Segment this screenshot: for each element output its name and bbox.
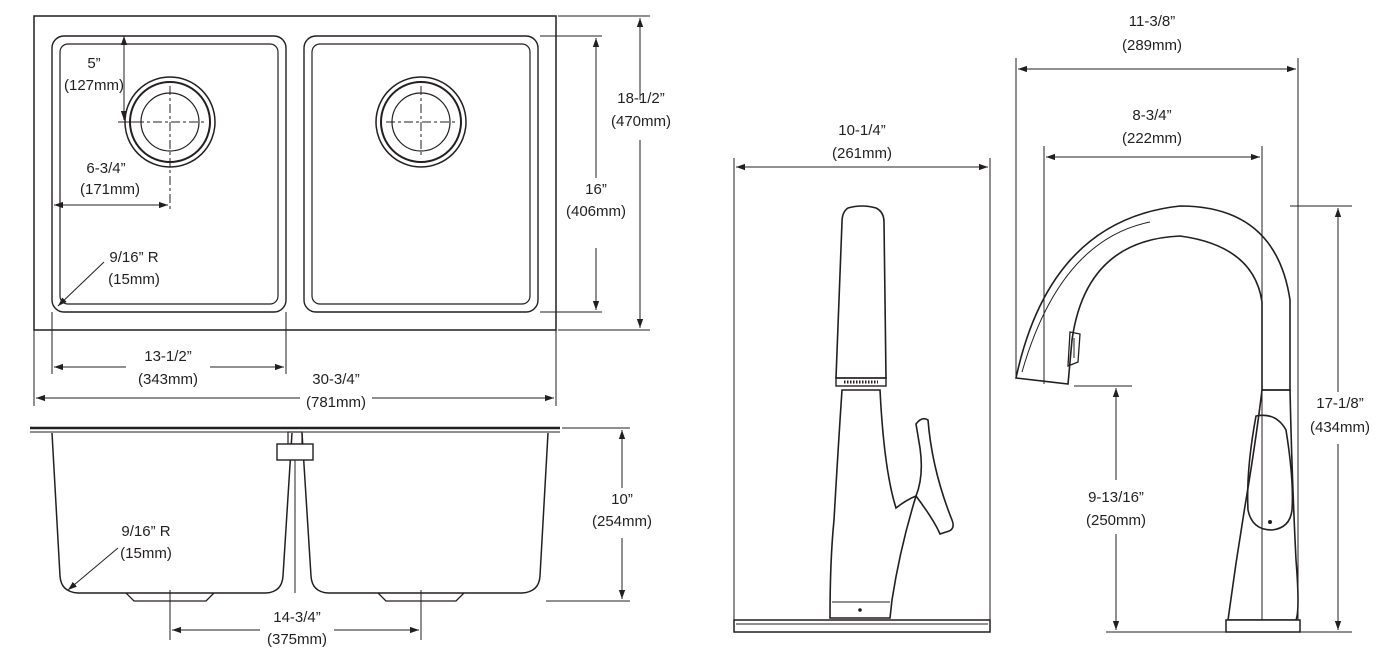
corner-radius-top-inch: 9/16” R	[109, 249, 158, 266]
dim-corner-radius-top: 9/16” R (15mm)	[57, 249, 160, 307]
dim-overall-depth: 18-1/2” (470mm)	[558, 15, 671, 331]
gooseneck-spout	[1015, 205, 1291, 391]
dim-overall-width: 30-3/4” (781mm)	[33, 330, 557, 411]
bowl-depth-inch: 16”	[585, 181, 607, 198]
corner-radius-side-mm: (15mm)	[120, 545, 172, 562]
spray-head	[835, 205, 887, 379]
bowl-width-inch: 13-1/2”	[144, 348, 192, 365]
corner-radius-side-inch: 9/16” R	[121, 523, 170, 540]
dim-spout-height: 9-13/16” (250mm)	[1086, 388, 1146, 630]
left-drain-icon	[124, 76, 216, 212]
side-handle	[1246, 414, 1294, 531]
pull-down-button	[1067, 331, 1081, 367]
overall-width-inch: 30-3/4”	[312, 371, 360, 388]
drain-offset-h-mm: (171mm)	[80, 181, 140, 198]
deck-plate-side	[1225, 619, 1301, 633]
drain-offset-v-mm: (127mm)	[64, 77, 124, 94]
overall-width-mm: (781mm)	[306, 394, 366, 411]
spray-face	[835, 377, 887, 387]
faucet-side-view: 11-3/8” (289mm) 8-3/4” (222mm) 17-1/8” (…	[1015, 13, 1370, 633]
drain-offset-v-inch: 5”	[87, 55, 100, 72]
overall-reach-inch: 11-3/8”	[1129, 13, 1175, 30]
overall-depth-mm: (470mm)	[611, 113, 671, 130]
faucet-body-side	[1227, 389, 1299, 621]
drain-spacing-inch: 14-3/4”	[273, 609, 321, 626]
left-bowl-profile	[51, 432, 293, 594]
dim-bowl-depth: 16” (406mm)	[540, 35, 626, 313]
spout-height-inch: 9-13/16”	[1088, 489, 1144, 506]
deck-plate	[733, 619, 991, 633]
right-drain-icon	[375, 76, 467, 168]
drain-spacing-mm: (375mm)	[267, 631, 327, 648]
base-width-mm: (261mm)	[832, 145, 892, 162]
dim-drain-spacing: 14-3/4” (375mm)	[172, 609, 419, 648]
drain-offset-h-inch: 6-3/4”	[86, 160, 125, 177]
base-width-inch: 10-1/4”	[838, 122, 886, 139]
divider-post	[276, 431, 314, 593]
dim-spout-reach: 8-3/4” (222mm)	[1046, 107, 1260, 161]
bowl-height-inch: 10”	[611, 491, 633, 508]
bowl-width-mm: (343mm)	[138, 371, 198, 388]
faucet-handle	[915, 417, 954, 535]
dim-drain-offset-horizontal: 6-3/4” (171mm)	[54, 160, 168, 209]
dim-overall-reach: 11-3/8” (289mm)	[1018, 13, 1296, 73]
dim-overall-height: 17-1/8” (434mm)	[1310, 208, 1370, 630]
spout-height-mm: (250mm)	[1086, 512, 1146, 529]
dim-base-width: 10-1/4” (261mm)	[736, 122, 988, 171]
overall-height-mm: (434mm)	[1310, 419, 1370, 436]
dim-bowl-height: 10” (254mm)	[592, 430, 652, 599]
corner-radius-top-mm: (15mm)	[108, 271, 160, 288]
bowl-depth-mm: (406mm)	[566, 203, 626, 220]
faucet-front-view: 10-1/4” (261mm)	[733, 122, 991, 633]
spout-reach-mm: (222mm)	[1122, 130, 1182, 147]
overall-reach-mm: (289mm)	[1122, 37, 1182, 54]
faucet-body	[829, 389, 918, 619]
spout-reach-inch: 8-3/4”	[1132, 107, 1171, 124]
left-bowl-outer	[51, 35, 287, 313]
left-bowl-inner	[59, 43, 279, 305]
overall-depth-inch: 18-1/2”	[617, 90, 665, 107]
right-bowl-profile	[301, 432, 549, 594]
right-bowl-inner	[311, 43, 531, 305]
right-bowl-outer	[303, 35, 539, 313]
overall-height-inch: 17-1/8”	[1316, 395, 1364, 412]
dim-drain-offset-vertical: 5” (127mm)	[64, 36, 140, 123]
dim-corner-radius-side: 9/16” R (15mm)	[67, 523, 172, 591]
sink-outline	[33, 15, 557, 331]
dim-bowl-width: 13-1/2” (343mm)	[51, 312, 287, 388]
bowl-height-mm: (254mm)	[592, 513, 652, 530]
sink-side-view: 10” (254mm) 9/16” R (15mm) 14-3/4” (375m…	[30, 426, 652, 648]
sink-top-view: 5” (127mm) 6-3/4” (171mm) 9/16” R (15mm)…	[33, 15, 671, 411]
